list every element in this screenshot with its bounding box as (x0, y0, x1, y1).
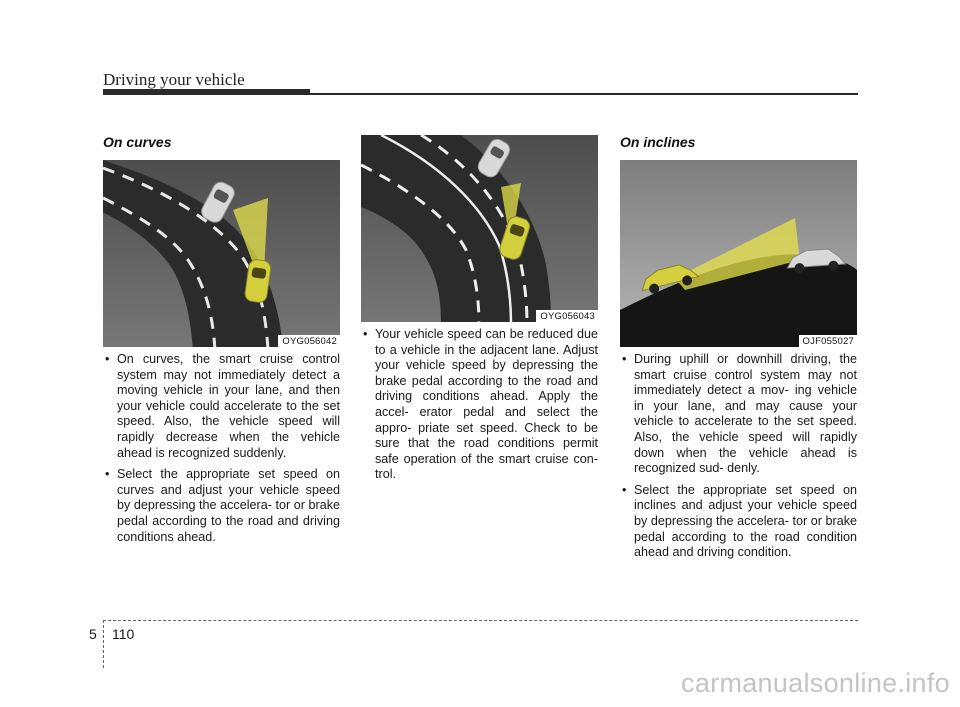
figure-code: OJF055027 (798, 335, 857, 347)
section-heading-inclines: On inclines (620, 134, 696, 150)
footer-rule (103, 620, 858, 621)
bullet-item: Select the appropriate set speed on incl… (620, 483, 857, 561)
figure-code: OYG056042 (278, 335, 340, 347)
footer-divider (103, 620, 104, 668)
text-adjacent-lane: Your vehicle speed can be reduced due to… (361, 327, 598, 489)
figure-adjacent-lane: OYG056043 (361, 135, 598, 322)
curve-road-illustration (103, 160, 340, 347)
section-heading-curves: On curves (103, 134, 172, 150)
bullet-item: Your vehicle speed can be reduced due to… (361, 327, 598, 483)
chapter-number: 5 (89, 626, 97, 642)
bullet-item: On curves, the smart cruise control syst… (103, 352, 340, 461)
header-rule (103, 89, 310, 95)
figure-code: OYG056043 (536, 310, 598, 322)
header-rule-thin (310, 93, 858, 95)
adjacent-lane-illustration (361, 135, 598, 322)
bullet-item: During uphill or downhill driving, the s… (620, 352, 857, 477)
text-curves: On curves, the smart cruise control syst… (103, 352, 340, 551)
page-header-title: Driving your vehicle (103, 70, 245, 89)
incline-illustration (620, 160, 857, 347)
figure-curves: OYG056042 (103, 160, 340, 347)
bullet-item: Select the appropriate set speed on curv… (103, 467, 340, 545)
page-number: 110 (112, 626, 135, 642)
text-inclines: During uphill or downhill driving, the s… (620, 352, 857, 567)
figure-inclines: OJF055027 (620, 160, 857, 347)
watermark: carmanualsonline.info (681, 668, 950, 698)
